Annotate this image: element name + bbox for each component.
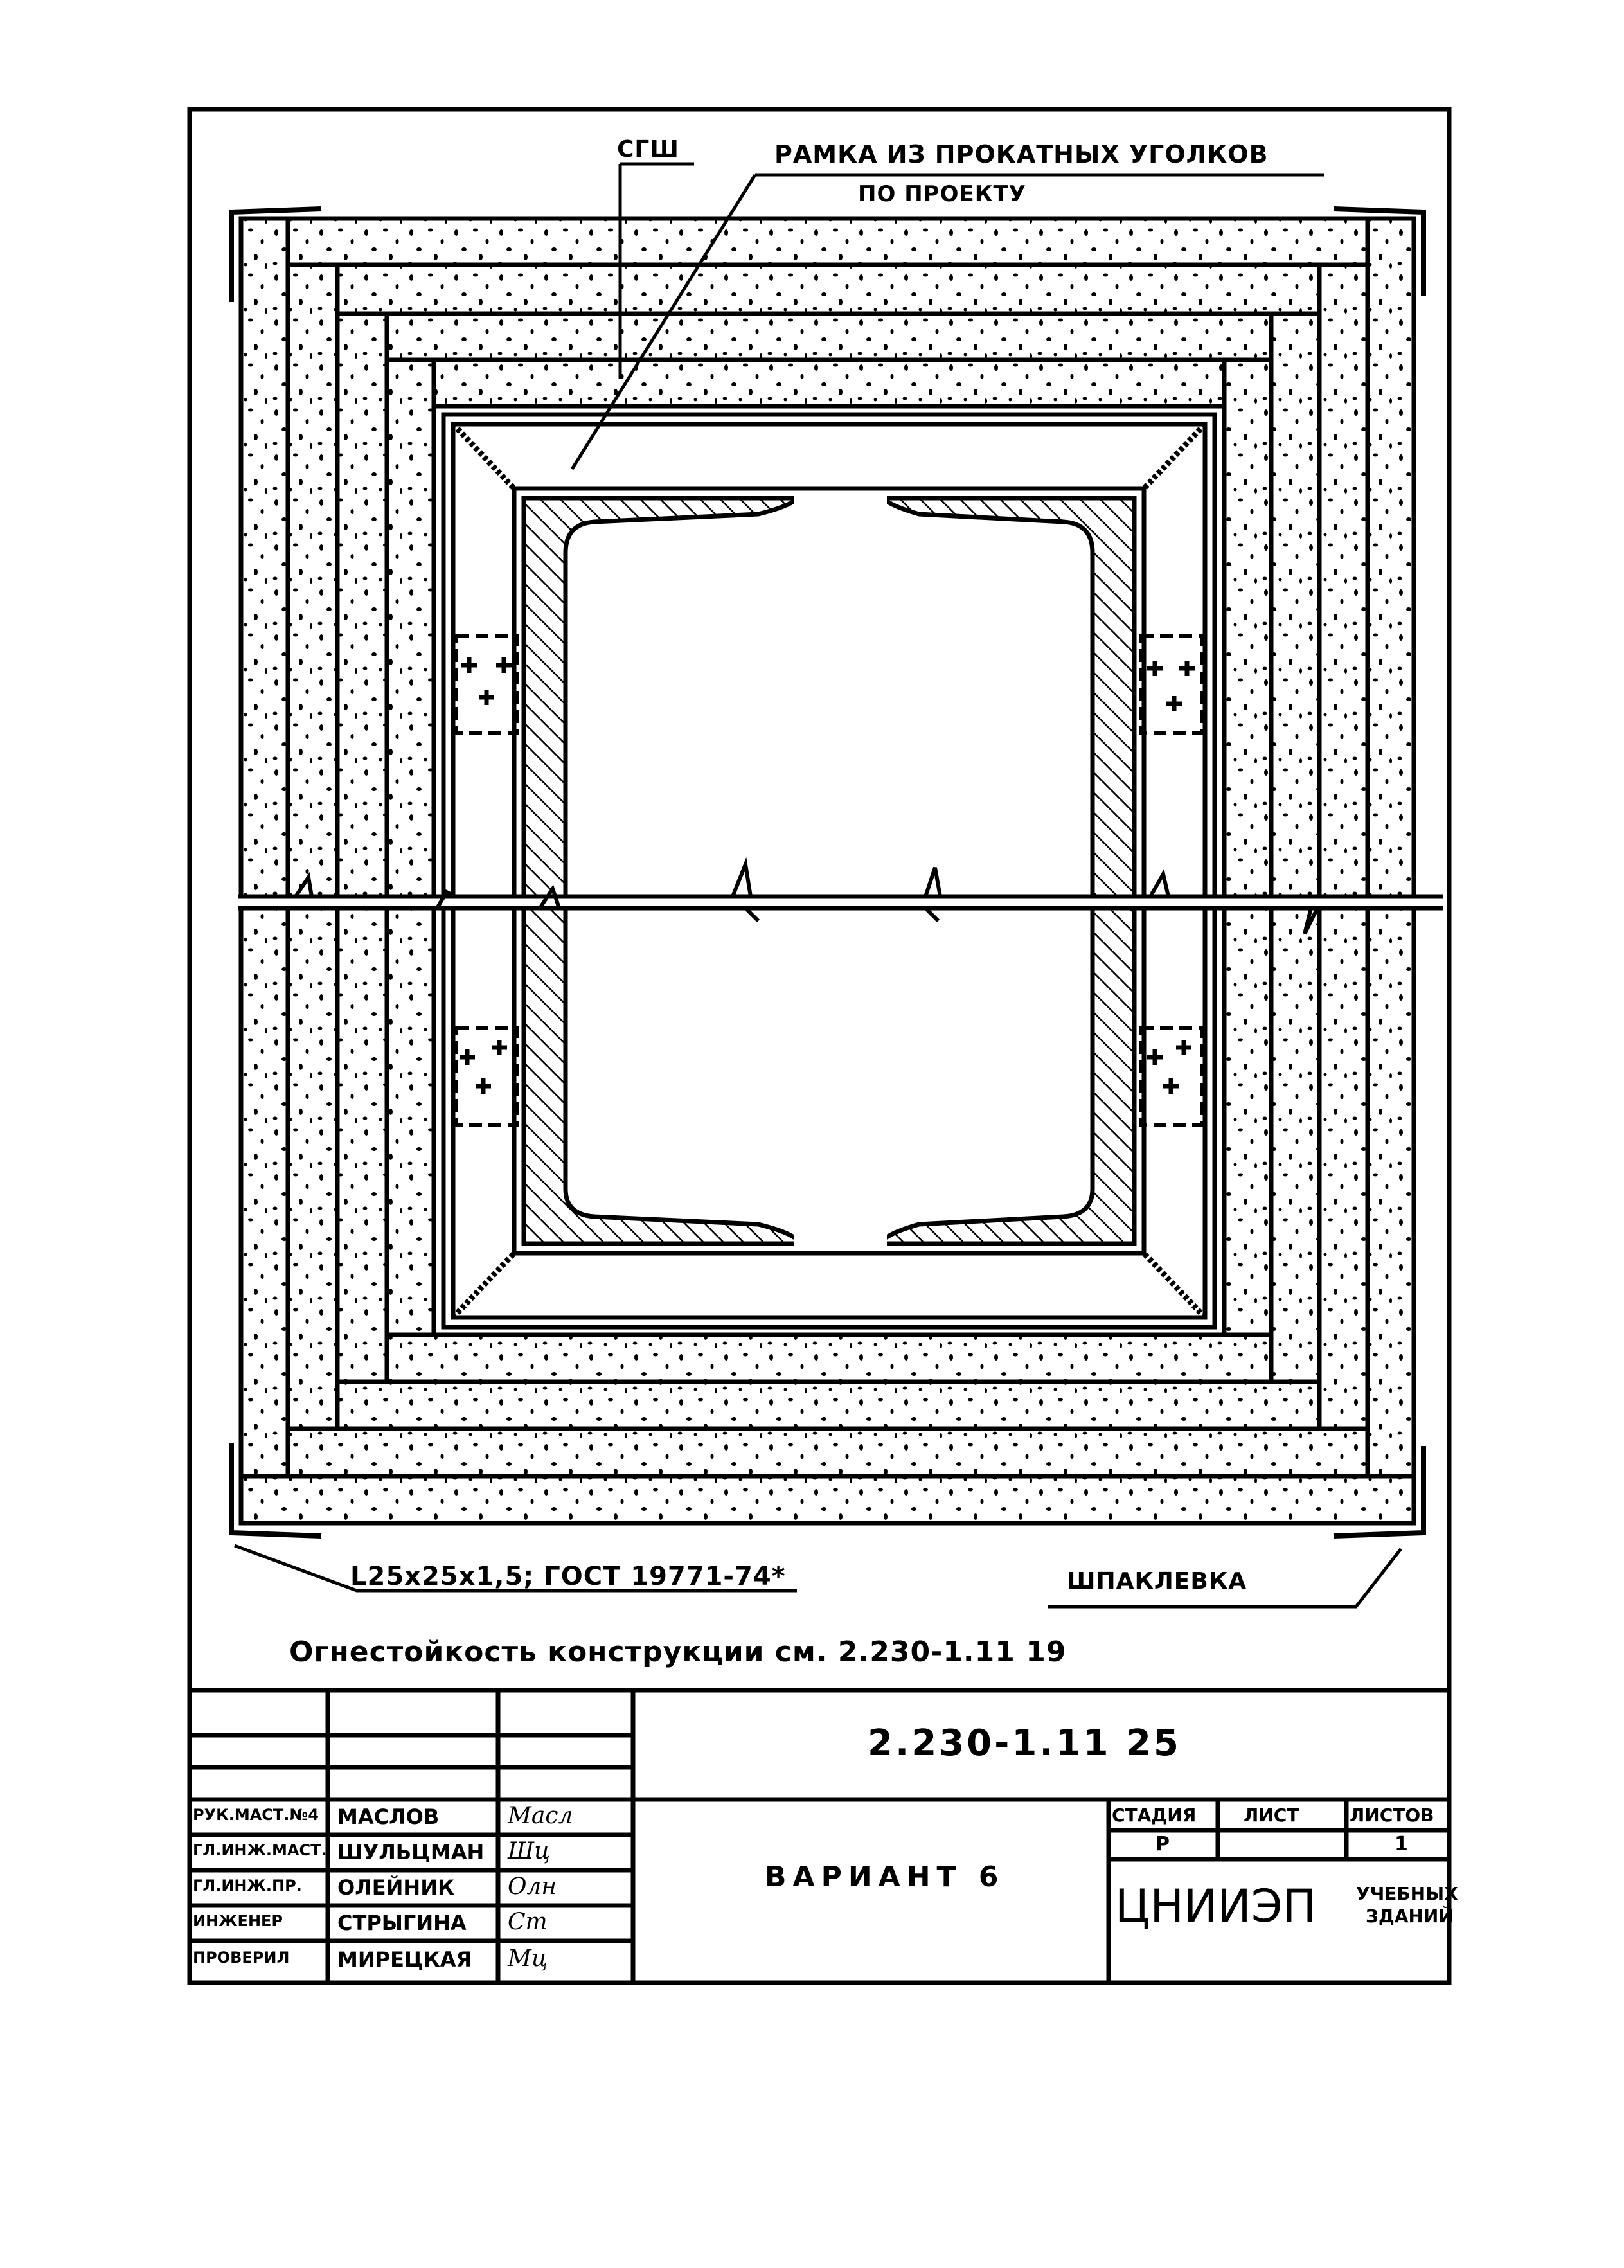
break-line: [238, 857, 1443, 935]
signatory-role: ГЛ.ИНЖ.ПР.: [193, 1877, 302, 1895]
signatory-name: МИРЕЦКАЯ: [337, 1947, 472, 1972]
stage-header: СТАДИЯ: [1112, 1805, 1197, 1826]
signatory-role: ИНЖЕНЕР: [193, 1912, 283, 1930]
label-sgsh: СГШ: [617, 136, 679, 163]
sheets-header: ЛИСТОВ: [1350, 1805, 1434, 1826]
signatory-name: МАСЛОВ: [337, 1805, 440, 1829]
sheet-header: ЛИСТ: [1244, 1805, 1299, 1826]
stage-value: Р: [1156, 1833, 1170, 1855]
corner-angles: [229, 206, 1426, 1539]
bolt-plates: [454, 634, 1204, 1127]
sheet-title: ВАРИАНТ 6: [765, 1861, 1005, 1893]
signature: Олн: [508, 1873, 557, 1900]
label-frame-subtitle: ПО ПРОЕКТУ: [858, 181, 1026, 207]
label-frame-title: РАМКА ИЗ ПРОКАТНЫХ УГОЛКОВ: [774, 140, 1269, 168]
sheet-frame: [187, 107, 1452, 1985]
document-code: 2.230-1.11 25: [868, 1722, 1181, 1764]
sheets-value: 1: [1395, 1833, 1408, 1855]
label-angle-spec: L25x25x1,5; ГОСТ 19771-74*: [350, 1562, 786, 1591]
signatory-role: ГЛ.ИНЖ.МАСТ.: [193, 1841, 327, 1859]
signatory-name: СТРЫГИНА: [337, 1911, 467, 1935]
signature: Шц: [508, 1838, 551, 1864]
signatory-name: ОЛЕЙНИК: [337, 1875, 455, 1900]
signature: Масл: [508, 1803, 573, 1829]
board-joints: [241, 219, 1414, 1479]
signature: Мц: [508, 1945, 548, 1972]
signature: Ст: [508, 1909, 548, 1935]
signatory-role: ПРОВЕРИЛ: [193, 1949, 290, 1967]
organization-sub1: УЧЕБНЫХ: [1356, 1883, 1458, 1904]
organization: ЦНИИЭП: [1115, 1880, 1317, 1933]
label-putty: ШПАКЛЕВКА: [1067, 1568, 1247, 1594]
title-block-grid: [190, 1688, 1449, 1983]
signatory-role: РУК.МАСТ.№4: [193, 1806, 319, 1824]
signatory-name: ШУЛЬЦМАН: [337, 1840, 485, 1864]
organization-sub2: ЗДАНИЙ: [1366, 1906, 1454, 1927]
steel-column: [512, 486, 1147, 1256]
steel-angle-frame: [441, 412, 1217, 1330]
fire-resistance-note: Огнестойкость конструкции см. 2.230-1.11…: [289, 1636, 1067, 1668]
leader-lines: [234, 162, 1402, 1609]
